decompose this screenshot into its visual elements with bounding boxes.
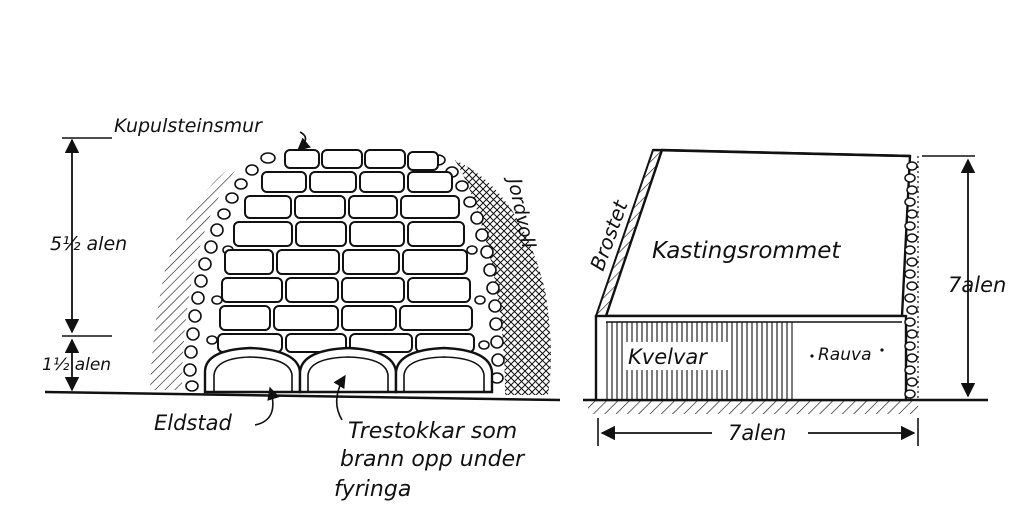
label-room: Kastingsrommet	[652, 238, 841, 264]
label-hearth: Eldstad	[154, 411, 232, 435]
label-rauva: Rauva	[818, 345, 871, 365]
label-width: 7alen	[728, 421, 786, 445]
rauva-dot-right	[880, 348, 884, 352]
vault-label-box	[624, 342, 728, 370]
label-logs-line2: brann opp under	[340, 447, 526, 472]
rauva-dot-left	[810, 354, 814, 358]
label-logs-line1: Trestokkar som	[348, 419, 517, 444]
ground-line-left	[44, 390, 561, 402]
log-arches	[203, 346, 494, 394]
outer-hatch-left	[150, 155, 248, 390]
pebble-column	[904, 161, 918, 399]
leader-wall	[297, 131, 311, 151]
ground-hatch-right	[588, 400, 918, 414]
label-height-right: 7alen	[948, 273, 1006, 297]
earth-bank	[455, 160, 551, 395]
leader-logs	[333, 374, 346, 421]
leader-hearth	[254, 386, 280, 426]
kiln-block-figure: Brostet Kastingsrommet Kvelvar Rauva 7al…	[583, 148, 1006, 446]
top-edge	[652, 148, 911, 158]
label-wall: Kupulsteinsmur	[114, 115, 263, 137]
dome-kiln-figure: Kupulsteinsmur 5½ alen 1½ alen Jordvoll …	[42, 115, 561, 502]
stone-dome-wall	[217, 149, 475, 353]
label-height-upper: 5½ alen	[50, 233, 127, 255]
label-logs-line3: fyringa	[334, 477, 411, 502]
label-height-lower: 1½ alen	[42, 355, 111, 375]
rubble-layer	[183, 152, 505, 392]
label-vault: Kvelvar	[628, 345, 708, 369]
